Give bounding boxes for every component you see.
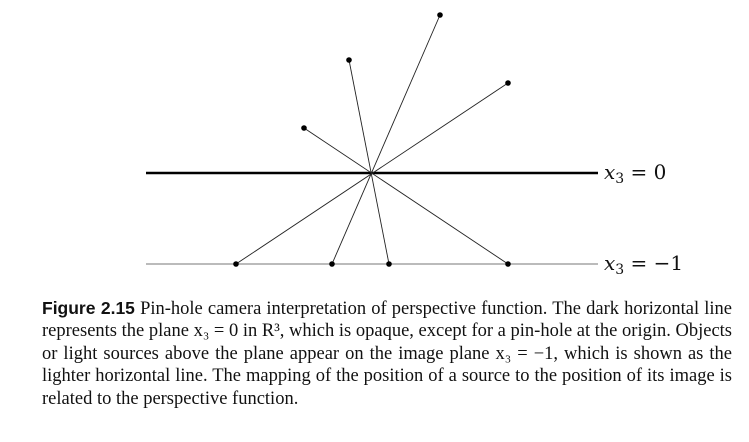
image-point-1: [233, 261, 239, 267]
source-point-1: [437, 12, 443, 18]
ray-4: [303, 127, 509, 265]
image-plane-label: x3 = −1: [604, 251, 684, 278]
caption-text: Pin-hole camera interpretation of perspe…: [42, 299, 732, 409]
figure-diagram: x3 = 0 x3 = −1: [146, 12, 684, 278]
source-point-4: [301, 125, 307, 131]
figure-caption: Figure 2.15 Pin-hole camera interpretati…: [42, 297, 732, 410]
image-point-3: [386, 261, 392, 267]
source-point-2: [346, 57, 352, 63]
source-point-3: [505, 80, 511, 86]
image-point-4: [505, 261, 511, 267]
ray-2: [348, 59, 390, 265]
ray-1: [331, 14, 441, 265]
upper-plane-label: x3 = 0: [604, 160, 667, 187]
pinhole-diagram-svg: [146, 12, 598, 267]
figure-number: Figure 2.15: [42, 298, 135, 318]
image-point-2: [329, 261, 335, 267]
